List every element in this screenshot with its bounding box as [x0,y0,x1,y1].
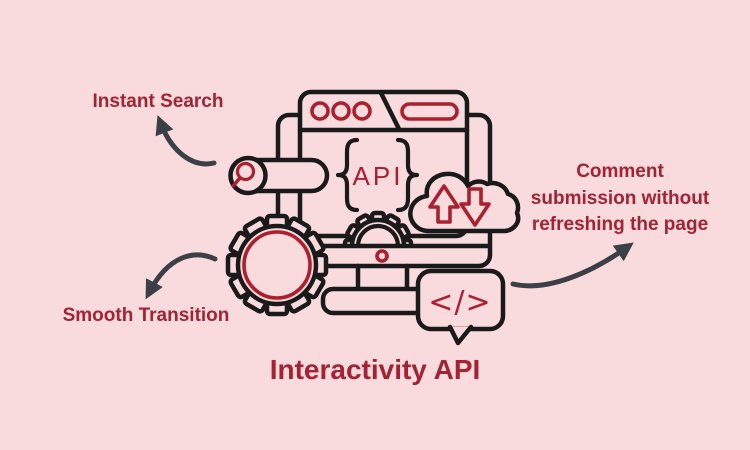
arrow-to-instant-search [155,115,217,167]
window-dots-icon [310,101,372,121]
right-brace [395,137,420,213]
left-brace [335,137,360,213]
gear-small-hub [355,223,401,246]
page-title: Interactivity API [270,354,481,385]
arrow-to-comment-submission [510,242,634,289]
monitor-stand [355,263,410,292]
callout-instant-search: Instant Search [93,91,224,167]
smooth-transition-label: Smooth Transition [63,305,230,326]
gear-small-body [349,217,407,246]
magnifier-icon [231,161,256,188]
gear-small-icon [342,210,414,246]
cloud-sync-icon [408,171,521,234]
download-arrow-icon [459,187,491,227]
search-pill-icon [228,155,330,196]
callout-smooth-transition: Smooth Transition [63,252,230,326]
upload-arrow-icon [428,184,460,224]
instant-search-label: Instant Search [93,91,224,112]
gear-large-hub [242,230,312,300]
browser-toolbar-diagonal [378,90,402,132]
code-bubble-tail [447,324,474,346]
comment-label-line2: submission without [531,188,710,209]
monitor-power-dot [375,249,389,263]
gear-large-body [235,223,319,307]
comment-label-line1: Comment [576,161,664,182]
address-bar-icon [400,102,459,121]
api-label: API [353,161,404,191]
callout-comment-submission: Comment submission without refreshing th… [510,161,710,289]
illustration: API [225,89,521,346]
arrow-to-smooth-transition [145,252,218,300]
code-tag-icon: </> [428,285,491,320]
comment-label-line3: refreshing the page [532,214,708,235]
code-bubble-icon: </> [415,268,506,346]
curly-braces-icon [335,137,420,213]
gear-large-icon [225,213,329,317]
